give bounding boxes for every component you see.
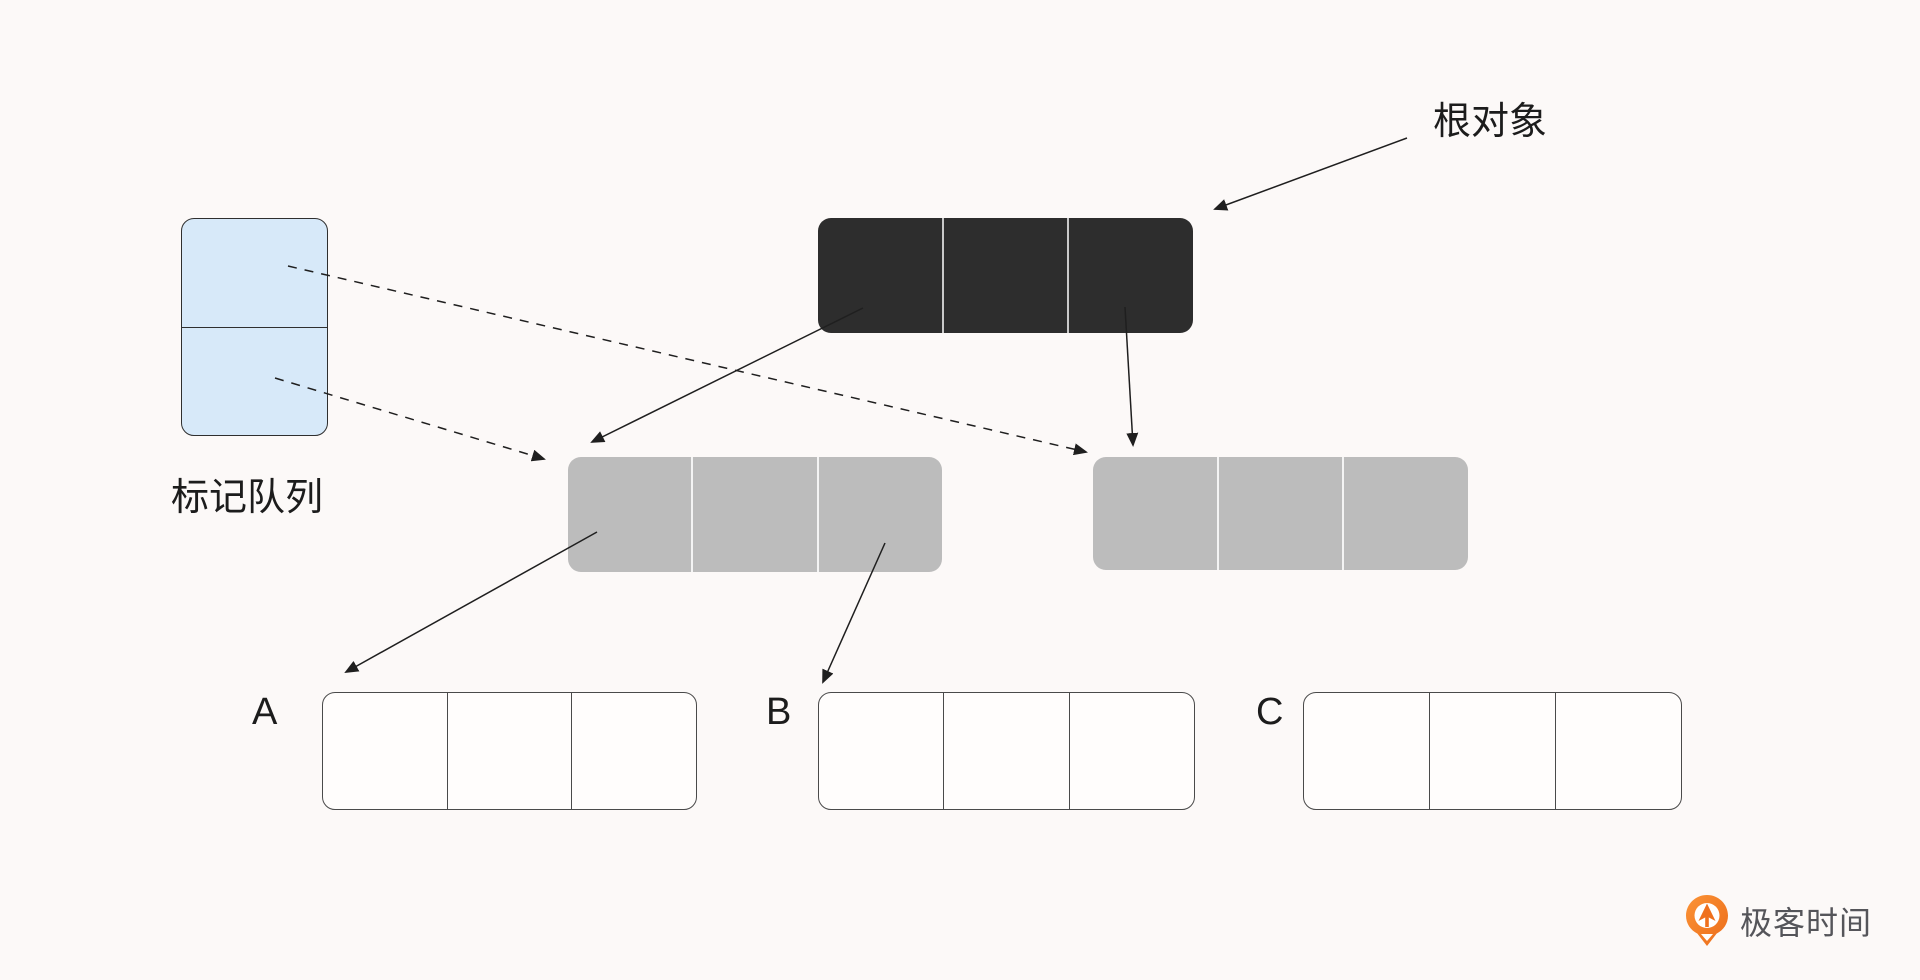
mark-queue-slot-2 (182, 326, 327, 436)
gray-right-slot-1 (1093, 457, 1217, 570)
gray-object-box-right (1093, 457, 1468, 570)
object-c-box (1303, 692, 1682, 810)
object-a-label: A (252, 691, 278, 733)
gray-left-slot-3 (816, 457, 942, 572)
geektime-logo-text: 极客时间 (1740, 905, 1873, 941)
root-object-box (818, 218, 1193, 333)
root-object-label: 根对象 (1433, 101, 1548, 143)
object-b-slot-1 (819, 693, 943, 809)
object-a-box (322, 692, 697, 810)
object-b-slot-2 (943, 693, 1068, 809)
object-b-slot-3 (1068, 693, 1194, 809)
gray-left-slot-1 (568, 457, 691, 572)
object-b-label: B (766, 691, 792, 733)
object-b-box (818, 692, 1195, 810)
geektime-logo: 极客时间 (1684, 893, 1872, 949)
object-c-label: C (1256, 691, 1284, 733)
object-a-slot-1 (323, 693, 447, 809)
object-c-slot-2 (1429, 693, 1555, 809)
gray-object-box-left (568, 457, 942, 572)
root-object-slot-3 (1067, 218, 1193, 333)
object-a-slot-3 (571, 693, 696, 809)
object-c-slot-1 (1304, 693, 1429, 809)
object-c-slot-3 (1555, 693, 1681, 809)
mark-queue-label: 标记队列 (171, 477, 324, 519)
object-a-slot-2 (446, 693, 572, 809)
mark-queue-box (181, 218, 328, 436)
edge-root-label-to-root (1213, 137, 1408, 211)
gray-left-slot-2 (691, 457, 816, 572)
root-object-slot-1 (818, 218, 942, 333)
edge-gray-left-to-a (344, 531, 598, 673)
root-object-slot-2 (941, 218, 1068, 333)
mark-queue-slot-1 (182, 219, 327, 327)
geektime-pin-icon (1686, 895, 1728, 946)
gray-right-slot-2 (1216, 457, 1343, 570)
gray-right-slot-3 (1342, 457, 1468, 570)
